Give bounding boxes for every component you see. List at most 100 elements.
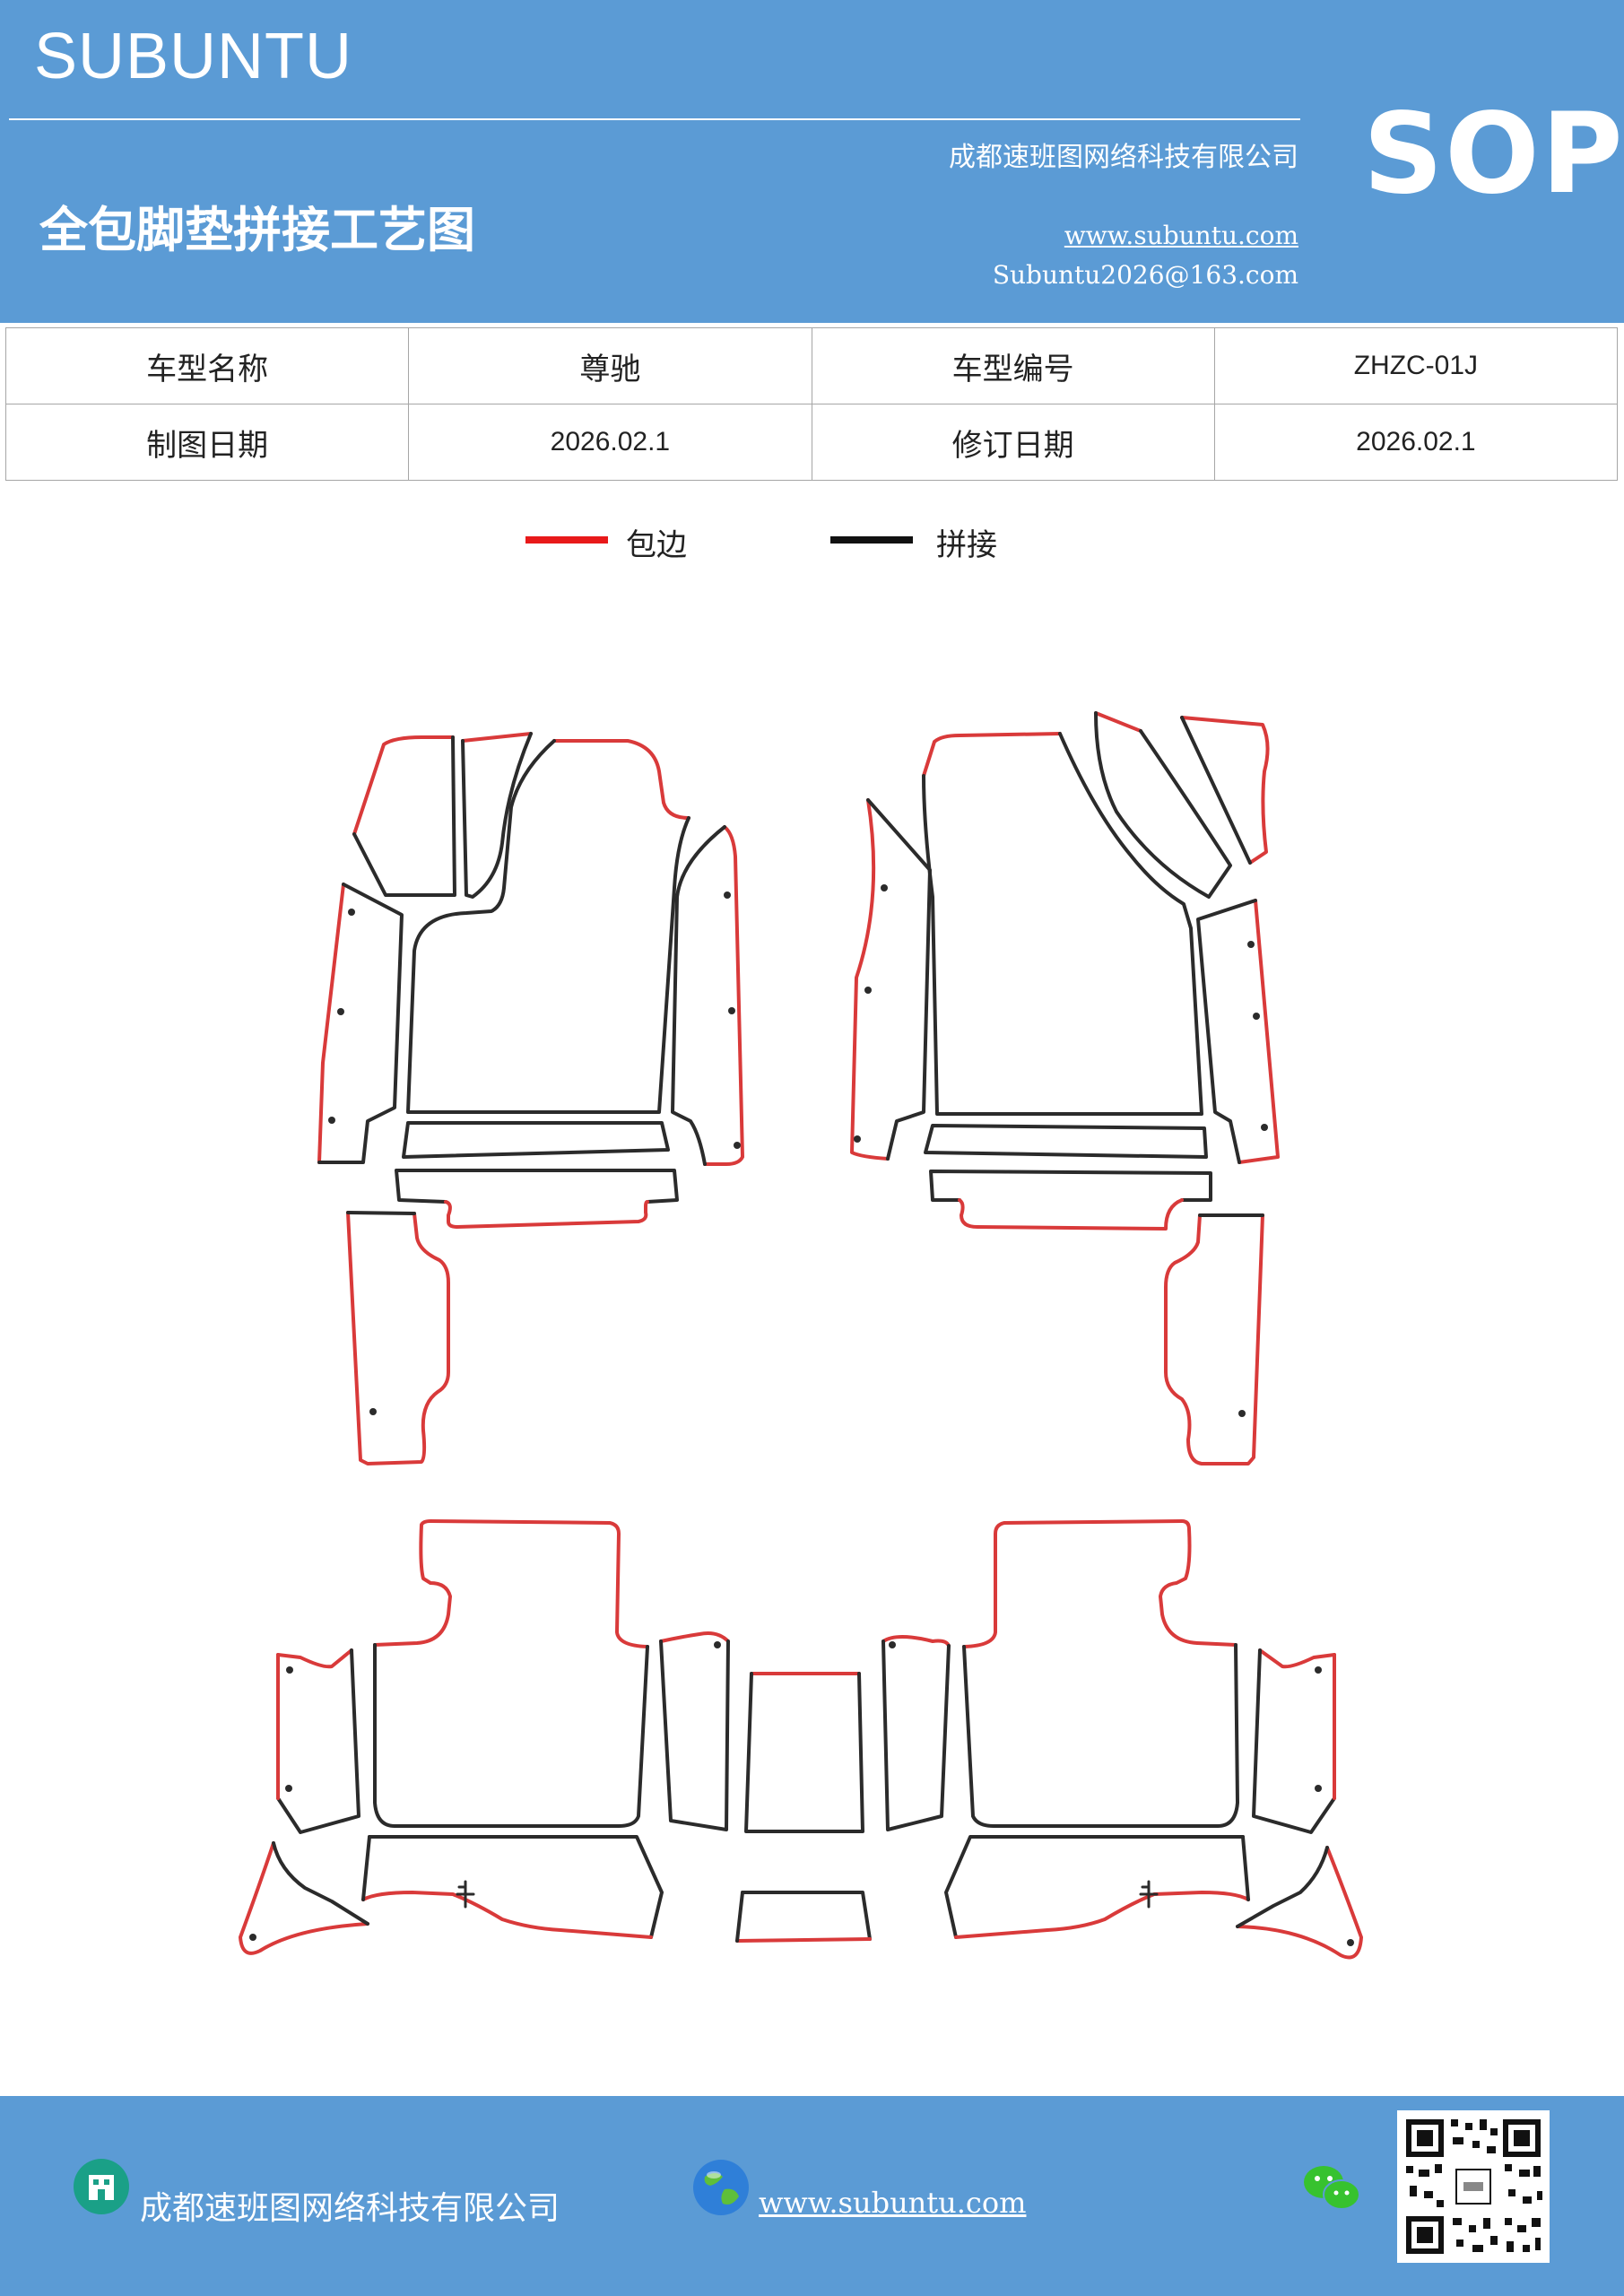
vehicle-info-table: 车型名称 尊驰 车型编号 ZHZC-01J 制图日期 2026.02.1 修订日… [4, 327, 1619, 481]
table-cell: 2026.02.1 [1213, 404, 1619, 481]
brand-logo-text: SUBUNTU [34, 21, 353, 92]
mat-piece [352, 735, 455, 836]
rivet-dot [328, 1117, 335, 1124]
mat-piece [1258, 1648, 1336, 1669]
mat-piece [881, 1639, 951, 1831]
table-cell: 尊驰 [408, 327, 812, 404]
mat-piece [703, 825, 744, 1166]
table-cell: 车型名称 [4, 327, 410, 404]
mat-piece [741, 1891, 872, 1941]
mat-piece [850, 798, 890, 1161]
mat-piece [352, 735, 456, 897]
mat-piece [239, 1841, 369, 1955]
mat-piece [1094, 711, 1142, 733]
mat-piece [402, 1121, 670, 1159]
mat-piece [954, 1891, 1250, 1939]
header-company-name: 成都速班图网络科技有限公司 [949, 142, 1298, 173]
footer-banner: 成都速班图网络科技有限公司 www.subuntu.com [0, 2096, 1624, 2296]
header-email[interactable]: Subuntu2026@163.com [992, 260, 1298, 290]
mat-piece [361, 1891, 653, 1939]
table-cell: 车型编号 [811, 327, 1215, 404]
header-website-link[interactable]: www.subuntu.com [1064, 221, 1298, 250]
page-title: 全包脚垫拼接工艺图 [39, 202, 475, 258]
mat-piece [924, 1124, 1208, 1159]
rivet-dot [337, 1008, 344, 1015]
mat-piece [368, 1835, 664, 1939]
rivet-dot [724, 891, 731, 899]
mat-piece [881, 1635, 951, 1648]
footer-company-name: 成都速班图网络科技有限公司 [140, 2190, 560, 2227]
rivet-dot [1247, 941, 1255, 948]
mat-piece [1252, 1648, 1336, 1834]
table-cell: 修订日期 [811, 404, 1215, 481]
mat-piece [1238, 899, 1280, 1164]
table-row: 车型名称 尊驰 车型编号 ZHZC-01J [4, 327, 1619, 404]
mat-piece [1094, 711, 1232, 899]
rivet-dot [285, 1785, 292, 1792]
mat-piece [406, 739, 690, 1114]
mat-piece [272, 1841, 369, 1926]
mat-piece [346, 1211, 450, 1465]
rivet-dot [1315, 1785, 1322, 1792]
rivet-dot [1261, 1124, 1268, 1131]
mat-piece [659, 1639, 730, 1831]
mat-piece [735, 1891, 744, 1943]
header-divider [9, 118, 1300, 120]
mat-piece [866, 798, 932, 1161]
mat-piece [1164, 1213, 1264, 1465]
mat-piece [958, 1198, 1184, 1231]
mat-piece [1180, 716, 1270, 865]
mat-piece [671, 825, 726, 1166]
header-banner: SUBUNTU 成都速班图网络科技有限公司 全包脚垫拼接工艺图 www.subu… [0, 0, 1624, 323]
mat-piece [1236, 1846, 1363, 1960]
mat-piece [962, 1643, 1239, 1828]
mat-piece [922, 732, 1203, 1116]
mat-piece [929, 1170, 1212, 1202]
mat-piece [276, 1648, 360, 1834]
rivet-dot [864, 987, 872, 994]
rivet-dot [854, 1135, 861, 1143]
sop-badge: SOP [1363, 90, 1624, 219]
wechat-icon [1304, 2166, 1360, 2210]
rivet-dot [881, 884, 888, 891]
legend: 包边 拼接 [0, 520, 1624, 574]
mat-piece [1180, 716, 1252, 865]
mat-piece [461, 732, 533, 899]
seam-mark [456, 1880, 475, 1909]
mat-piece [744, 1672, 864, 1833]
mat-piece [922, 732, 1062, 778]
mat-piece [1241, 1835, 1250, 1901]
building-icon [74, 2159, 129, 2214]
mat-piece [373, 1643, 649, 1828]
mat-piece [659, 1631, 730, 1643]
rivet-dot [1238, 1410, 1246, 1417]
footer-website-link[interactable]: www.subuntu.com [759, 2186, 1027, 2220]
legend-label-seam: 拼接 [936, 527, 997, 563]
rivet-dot [286, 1666, 293, 1674]
table-row: 制图日期 2026.02.1 修订日期 2026.02.1 [4, 404, 1619, 481]
rivet-dot [714, 1641, 721, 1648]
table-cell: ZHZC-01J [1213, 327, 1619, 404]
legend-label-binding: 包边 [626, 527, 687, 563]
mat-piece [962, 1519, 1238, 1648]
rivet-dot [249, 1934, 256, 1941]
rivet-dot [1315, 1666, 1322, 1674]
rear-mat-group [239, 1519, 1363, 1960]
mat-piece [944, 1835, 1245, 1939]
mat-piece [361, 1835, 371, 1901]
mat-piece [317, 883, 404, 1164]
table-cell: 制图日期 [4, 404, 410, 481]
mat-piece [461, 732, 533, 743]
mat-piece [317, 883, 345, 1164]
front-right-mat-group [850, 711, 1280, 1465]
legend-swatch-seam [830, 536, 913, 544]
mat-piece [444, 1200, 649, 1229]
rivet-dot [734, 1142, 741, 1149]
table-cell: 2026.02.1 [408, 404, 812, 481]
mat-piece [552, 739, 690, 820]
rivet-dot [728, 1007, 735, 1014]
legend-swatch-binding [525, 536, 608, 544]
qr-code[interactable] [1397, 2110, 1550, 2263]
rivet-dot [889, 1641, 896, 1648]
mat-piece [1196, 899, 1257, 1164]
